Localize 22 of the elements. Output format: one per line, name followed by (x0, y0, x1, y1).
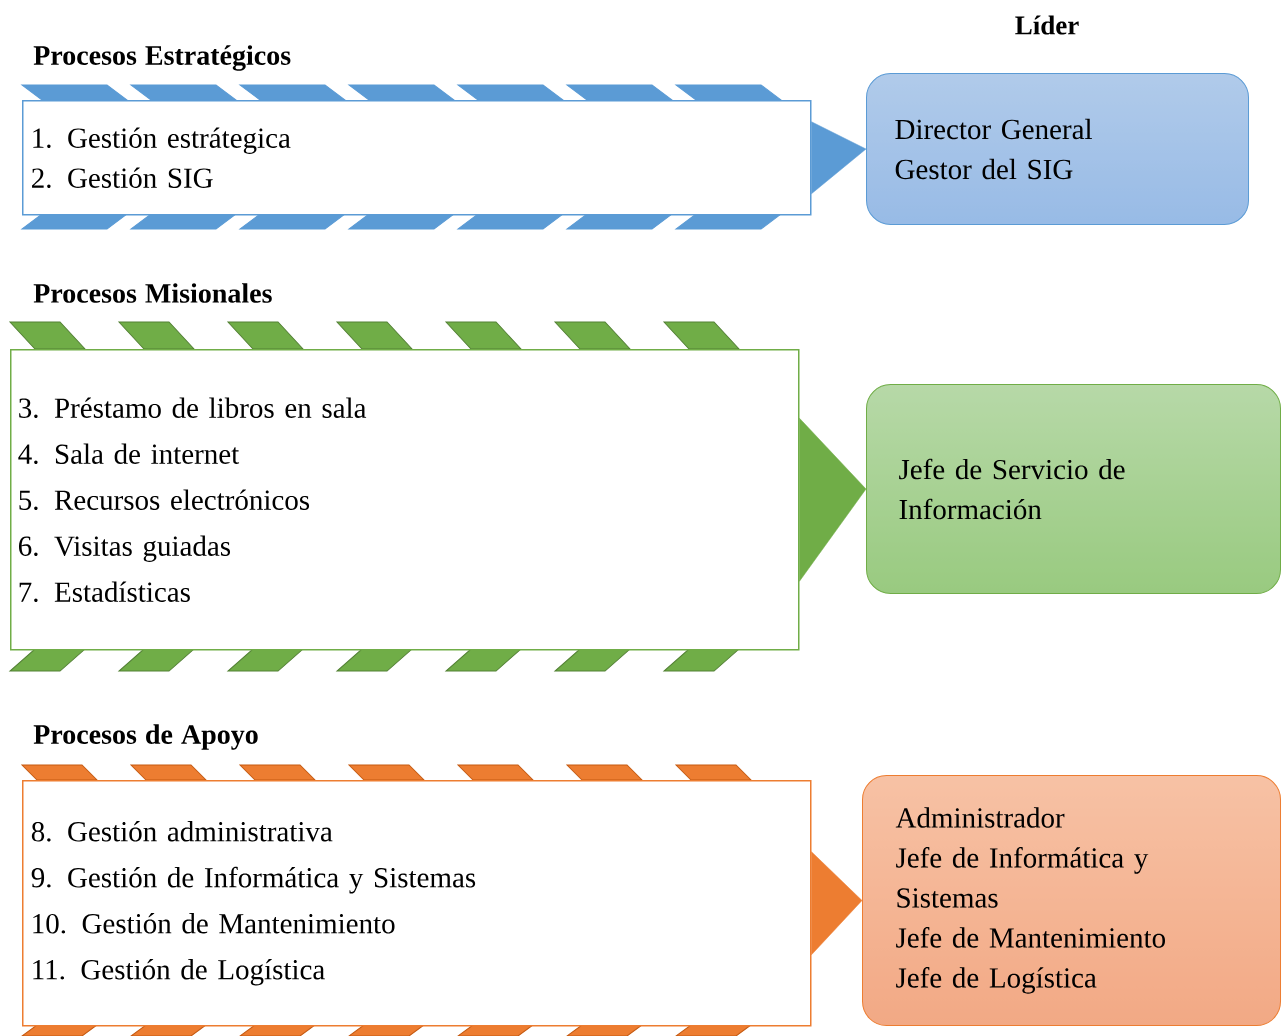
process-box: 3. Préstamo de libros en sala 4. Sala de internet 5. Recursos electrónicos 6. Visitas guiadas 7. Estadísticas (10, 349, 800, 651)
leader-box: Director General Gestor del SIG (866, 73, 1249, 225)
chevron-arrow (811, 121, 867, 194)
process-box: 1. Gestión estrátegica 2. Gestión SIG (22, 100, 812, 216)
process-box: 8. Gestión administrativa 9. Gestión de Informática y Sistemas 10. Gestión de Mantenimiento 11. Gestión de Logística (22, 780, 812, 1027)
chevron-arrow (799, 418, 867, 582)
node-label: 4. Sala de internet (18, 443, 240, 465)
node-label: 9. Gestión de Informática y Sistemas (31, 866, 476, 894)
leader-box: Administrador Jefe de Informática y Sistemas Jefe de Mantenimiento Jefe de Logística (862, 775, 1281, 1026)
node-label: 5. Recursos electrónicos (19, 489, 310, 511)
node-label: 10. Gestión de Mantenimiento (33, 913, 395, 934)
column-heading: Líder (1015, 15, 1079, 35)
leader-box: Jefe de Servicio de Información (866, 384, 1281, 594)
chevron-arrow (811, 851, 863, 955)
node-label: 6. Visitas guiadas (18, 535, 231, 562)
section-heading: Procesos Estratégicos (33, 45, 291, 71)
node-label: 7. Estadísticas (19, 581, 190, 603)
section-heading: Procesos Misionales (33, 283, 272, 303)
section-heading: Procesos de Apoyo (33, 724, 258, 750)
node-label: 11. Gestión de Logística (33, 959, 325, 986)
node-label: 3. Préstamo de libros en sala (19, 397, 367, 419)
node-label: 8. Gestión administrativa (31, 821, 333, 842)
